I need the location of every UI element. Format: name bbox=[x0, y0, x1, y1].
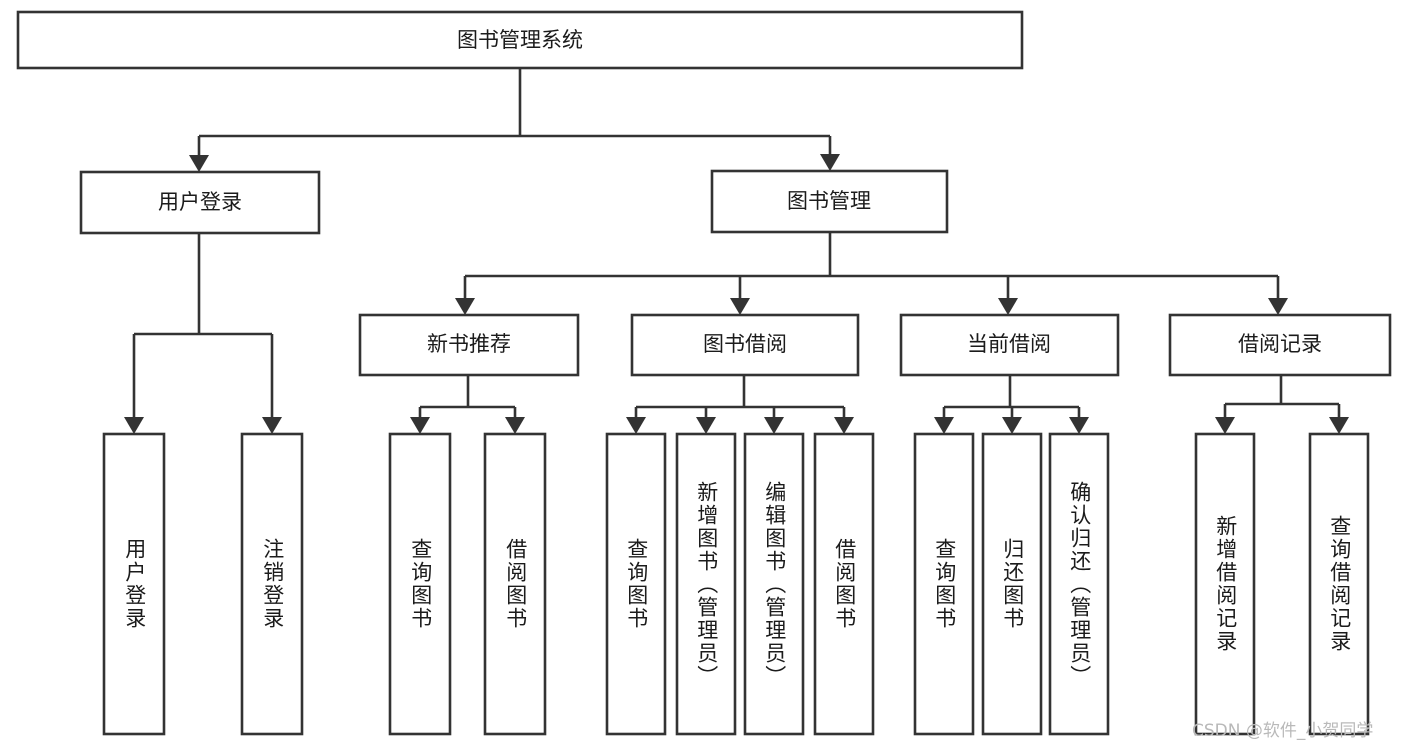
arrow-head-icon bbox=[410, 417, 430, 434]
arrow-head-icon bbox=[1329, 417, 1349, 434]
node-box-leaf-logout[interactable] bbox=[240, 432, 304, 736]
arrow-head-icon bbox=[626, 417, 646, 434]
node-box-book-borrow[interactable] bbox=[630, 313, 860, 377]
node-box-new-book-recommend[interactable] bbox=[358, 313, 580, 377]
node-box-leaf-query-book-2[interactable] bbox=[605, 432, 667, 736]
connector-layer bbox=[124, 68, 1349, 434]
node-box-leaf-return-book[interactable] bbox=[981, 432, 1043, 736]
arrow-head-icon bbox=[124, 417, 144, 434]
csdn-watermark: CSDN @软件_小贺同学 bbox=[1192, 721, 1374, 741]
node-label-borrow-record: 借阅记录 bbox=[1238, 332, 1322, 356]
node-layer: 图书管理系统 用户登录 图书管理 新书推荐 图书借阅 当前借阅 借阅记录 bbox=[16, 10, 1392, 736]
arrow-head-icon bbox=[998, 298, 1018, 315]
node-box-book-management[interactable] bbox=[710, 169, 949, 234]
node-label-current-borrow: 当前借阅 bbox=[967, 332, 1051, 356]
arrow-head-icon bbox=[262, 417, 282, 434]
node-box-leaf-add-borrow-record[interactable] bbox=[1194, 432, 1256, 736]
arrow-head-icon bbox=[834, 417, 854, 434]
node-box-borrow-record[interactable] bbox=[1168, 313, 1392, 377]
arrow-head-icon bbox=[455, 298, 475, 315]
node-label-book-borrow: 图书借阅 bbox=[703, 332, 787, 356]
arrow-head-icon bbox=[1215, 417, 1235, 434]
node-label-book-management: 图书管理 bbox=[787, 189, 871, 213]
node-box-user-login[interactable] bbox=[79, 170, 321, 235]
node-box-current-borrow[interactable] bbox=[899, 313, 1120, 377]
node-box-leaf-query-book-3[interactable] bbox=[913, 432, 975, 736]
node-box-leaf-edit-book-admin[interactable] bbox=[743, 432, 805, 736]
node-label-user-login: 用户登录 bbox=[158, 190, 242, 214]
node-box-leaf-confirm-return-admin[interactable] bbox=[1048, 432, 1110, 736]
arrow-head-icon bbox=[764, 417, 784, 434]
node-box-leaf-user-login[interactable] bbox=[102, 432, 166, 736]
arrow-head-icon bbox=[1069, 417, 1089, 434]
node-box-leaf-borrow-book-2[interactable] bbox=[813, 432, 875, 736]
node-box-leaf-query-book-1[interactable] bbox=[388, 432, 452, 736]
arrow-head-icon bbox=[934, 417, 954, 434]
node-label-root: 图书管理系统 bbox=[457, 28, 583, 52]
arrow-head-icon bbox=[1268, 298, 1288, 315]
node-label-new-book-recommend: 新书推荐 bbox=[427, 332, 511, 356]
arrow-head-icon bbox=[1002, 417, 1022, 434]
arrow-head-icon bbox=[505, 417, 525, 434]
node-box-leaf-add-book-admin[interactable] bbox=[675, 432, 737, 736]
arrow-head-icon bbox=[820, 154, 840, 171]
node-box-leaf-borrow-book-1[interactable] bbox=[483, 432, 547, 736]
arrow-head-icon bbox=[189, 155, 209, 172]
node-box-root[interactable] bbox=[16, 10, 1024, 70]
arrow-head-icon bbox=[730, 298, 750, 315]
node-box-leaf-query-borrow-record[interactable] bbox=[1308, 432, 1370, 736]
arrow-head-icon bbox=[696, 417, 716, 434]
